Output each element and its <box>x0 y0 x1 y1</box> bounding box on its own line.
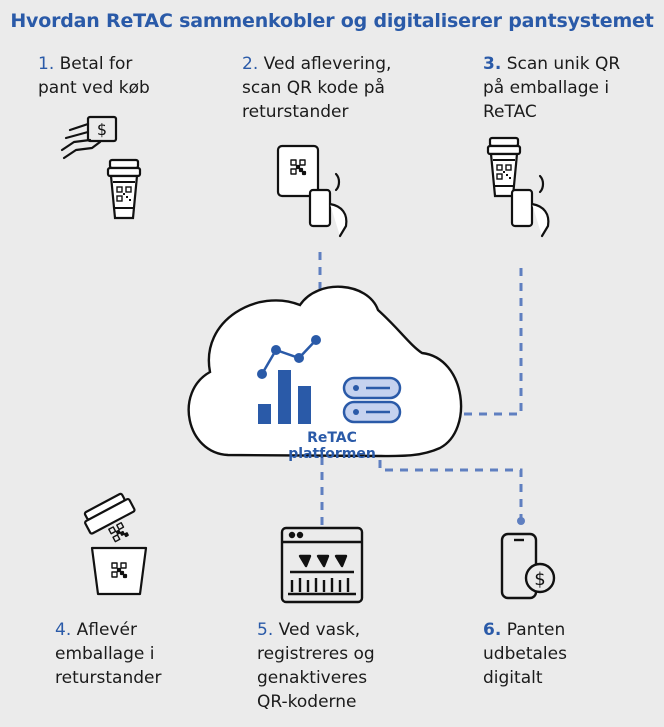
step-3-line-1: Scan unik QR <box>506 54 621 74</box>
step-2-line-2: scan QR kode på <box>242 78 385 98</box>
chart-icon <box>257 335 321 424</box>
scan-qr-phone-icon <box>276 144 348 238</box>
step-1-number: 1. <box>38 54 55 74</box>
platform-label: ReTAC platformen <box>288 430 376 462</box>
svg-text:$: $ <box>97 120 107 139</box>
coffee-cup-icon <box>108 160 140 218</box>
step-3-line-3: ReTAC <box>483 102 537 122</box>
connector-dot-step-6 <box>517 517 525 525</box>
step-5-text: 5. Ved vask, registreres og genaktiveres… <box>257 618 375 714</box>
step-2-line-1: Ved aflevering, <box>263 54 392 74</box>
step-2-number: 2. <box>242 54 259 74</box>
cup-with-qr-icon <box>488 138 520 196</box>
step-1-line-1: Betal for <box>59 54 133 74</box>
step-3-line-2: på emballage i <box>483 78 610 98</box>
step-4-text: 4. Aflevér emballage i returstander <box>55 618 161 690</box>
server-icon <box>342 376 402 424</box>
return-bin-icon <box>83 492 148 596</box>
step-6-number: 6. <box>483 620 502 640</box>
step-6-text: 6. Panten udbetales digitalt <box>483 618 567 690</box>
step-4-line-2: emballage i <box>55 644 155 664</box>
step-6-line-2: udbetales <box>483 644 567 664</box>
step-4-number: 4. <box>55 620 72 640</box>
scan-cup-phone-icon <box>510 174 550 238</box>
step-2-text: 2. Ved aflevering, scan QR kode på retur… <box>242 52 391 124</box>
phone-payment-icon: $ <box>500 532 556 600</box>
step-6-line-3: digitalt <box>483 668 543 688</box>
step-4-line-1: Aflevér <box>76 620 137 640</box>
page-title: Hvordan ReTAC sammenkobler og digitalise… <box>10 10 654 32</box>
pay-coffee-cup-icon: $ <box>60 115 118 160</box>
step-2-line-3: returstander <box>242 102 349 122</box>
step-5-line-3: genaktiveres <box>257 668 368 688</box>
step-3-number: 3. <box>483 54 502 74</box>
connector-step-6 <box>378 460 523 520</box>
step-5-line-1: Ved vask, <box>278 620 361 640</box>
step-6-line-1: Panten <box>506 620 566 640</box>
svg-text:$: $ <box>534 569 545 590</box>
step-5-number: 5. <box>257 620 274 640</box>
connector-step-3 <box>440 268 523 416</box>
step-3-text: 3. Scan unik QR på emballage i ReTAC <box>483 52 620 124</box>
step-5-line-2: registreres og <box>257 644 375 664</box>
dishwasher-icon <box>280 526 364 604</box>
step-1-text: 1. Betal for pant ved køb <box>38 52 150 100</box>
step-4-line-3: returstander <box>55 668 162 688</box>
step-1-line-2: pant ved køb <box>38 78 150 98</box>
step-5-line-4: QR-koderne <box>257 692 357 712</box>
